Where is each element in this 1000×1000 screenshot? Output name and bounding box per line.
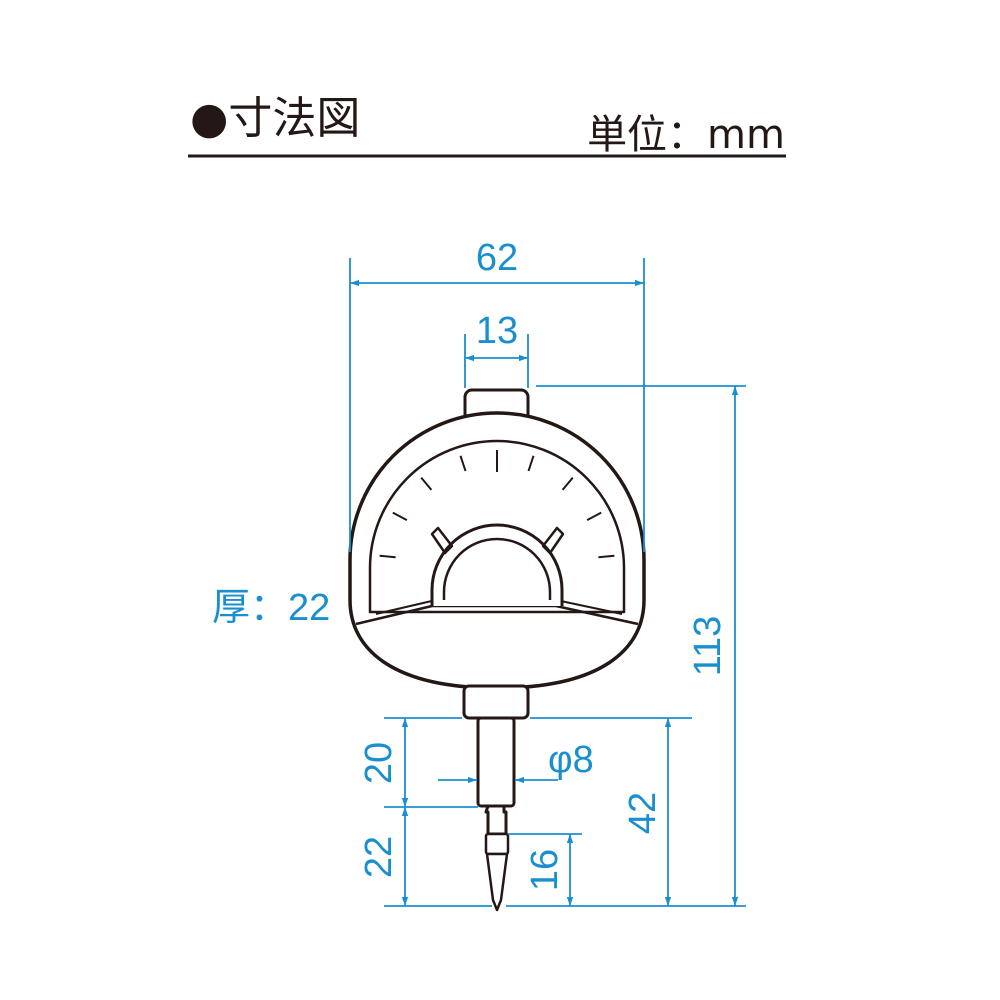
dimension-lines [349,258,746,907]
label-overall-height: 113 [687,616,729,677]
center-hub [430,523,564,606]
label-tip-length: 22 [358,836,400,878]
drawing-title: ●寸法図 [190,93,360,144]
right-pointer [541,526,565,555]
label-lower-length: 42 [622,792,664,834]
dial-tick [598,554,615,559]
dial-tick [527,455,535,472]
label-thickness: 厚：22 [212,587,330,629]
dial-tick [561,476,574,491]
spindle [476,716,516,808]
dial-tick [420,476,433,491]
dial-face [368,439,626,614]
bottom-neck [462,684,530,720]
contact-point-tip [485,852,509,912]
contact-point-shank [484,804,508,836]
center-hub-inner [442,537,552,600]
dial-tick [586,511,602,521]
dial-tick [392,511,408,521]
left-pointer [430,526,454,555]
unit-label: 単位：mm [587,112,785,158]
label-stem-width: 13 [476,310,518,352]
label-overall-width: 62 [476,237,518,279]
contact-point-body [484,832,510,856]
label-contact-length: 16 [524,849,566,891]
dial-tick [459,455,467,472]
dial-tick [379,554,396,559]
dial-graduations [379,450,615,559]
label-spindle-length: 20 [358,742,400,784]
label-spindle-diameter: φ8 [548,739,594,781]
